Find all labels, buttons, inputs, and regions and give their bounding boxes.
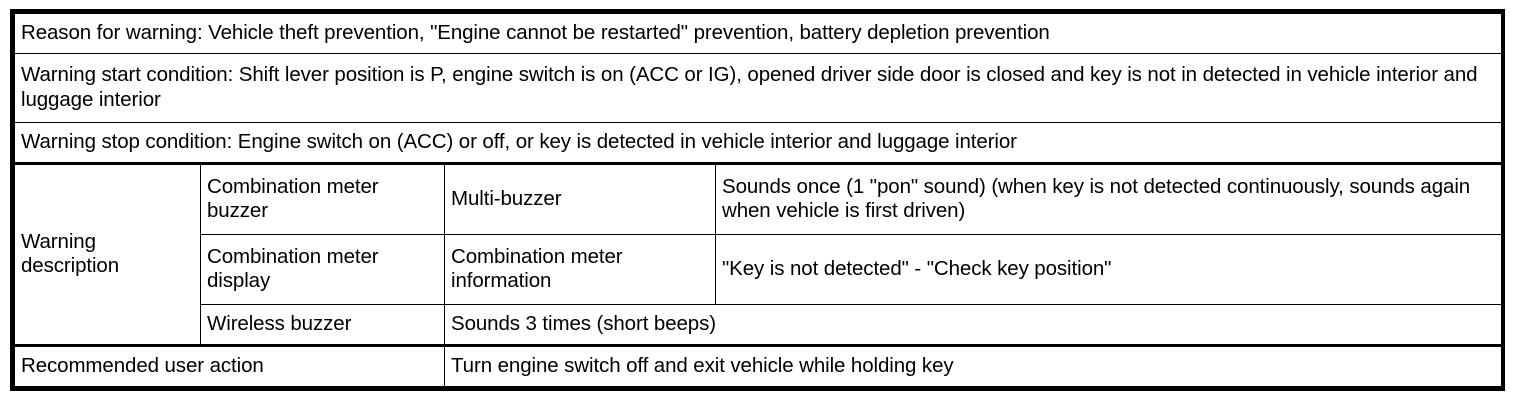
- warning-description-label-cell: Warning description: [14, 162, 201, 346]
- description-device-cell-1: Combination meter display: [200, 234, 445, 305]
- description-kind-cell-0: Multi-buzzer: [444, 162, 716, 236]
- table-row-warning-start-condition: Warning start condition: Shift lever pos…: [13, 52, 1503, 124]
- description-detail-cell-0: Sounds once (1 "pon" sound) (when key is…: [714, 162, 1503, 236]
- description-detail-cell-2: Sounds 3 times (short beeps): [443, 303, 1503, 346]
- description-device-text-0: Combination meter buzzer: [207, 175, 379, 223]
- reason-for-warning-text: Reason for warning: Vehicle theft preven…: [21, 20, 1050, 44]
- warning-stop-condition-text: Warning stop condition: Engine switch on…: [21, 130, 1017, 154]
- table-row-warning-description-wireless-buzzer: Wireless buzzer Sounds 3 times (short be…: [15, 303, 1503, 346]
- warning-start-condition-cell: Warning start condition: Shift lever pos…: [13, 52, 1503, 124]
- description-device-text-2: Wireless buzzer: [207, 311, 352, 335]
- table-row-warning-description-meter-display: Combination meter display Combination me…: [15, 234, 1503, 305]
- recommended-user-action-label-text: Recommended user action: [21, 353, 264, 377]
- description-detail-text-0: Sounds once (1 "pon" sound) (when key is…: [722, 175, 1471, 223]
- warning-specification-table-container: Reason for warning: Vehicle theft preven…: [10, 9, 1505, 391]
- description-detail-text-2: Sounds 3 times (short beeps): [451, 311, 716, 335]
- description-device-text-1: Combination meter display: [207, 244, 379, 293]
- description-kind-text-0: Multi-buzzer: [451, 187, 562, 211]
- recommended-user-action-label-cell: Recommended user action: [14, 343, 445, 388]
- description-device-cell-2: Wireless buzzer: [200, 303, 445, 346]
- table-row-recommended-user-action: Recommended user action Turn engine swit…: [14, 343, 1503, 388]
- reason-for-warning-cell: Reason for warning: Vehicle theft preven…: [13, 13, 1503, 54]
- warning-specification-table: Reason for warning: Vehicle theft preven…: [13, 13, 1503, 388]
- description-detail-text-1: "Key is not detected" - "Check key posit…: [722, 257, 1112, 281]
- table-row-warning-description-multi-buzzer: Warning description Combination meter bu…: [14, 162, 1503, 346]
- description-device-cell-0: Combination meter buzzer: [200, 162, 445, 236]
- description-kind-cell-1: Combination meter information: [444, 234, 716, 305]
- table-row-warning-stop-condition: Warning stop condition: Engine switch on…: [13, 122, 1503, 165]
- description-kind-text-1: Combination meter information: [451, 244, 623, 293]
- warning-start-condition-text: Warning start condition: Shift lever pos…: [21, 63, 1478, 111]
- description-detail-cell-1: "Key is not detected" - "Check key posit…: [714, 234, 1503, 305]
- recommended-user-action-value-cell: Turn engine switch off and exit vehicle …: [443, 343, 1503, 388]
- warning-description-label-text: Warning description: [21, 230, 120, 278]
- warning-stop-condition-cell: Warning stop condition: Engine switch on…: [13, 122, 1503, 165]
- table-row-reason-for-warning: Reason for warning: Vehicle theft preven…: [13, 13, 1503, 54]
- recommended-user-action-value-text: Turn engine switch off and exit vehicle …: [451, 353, 954, 377]
